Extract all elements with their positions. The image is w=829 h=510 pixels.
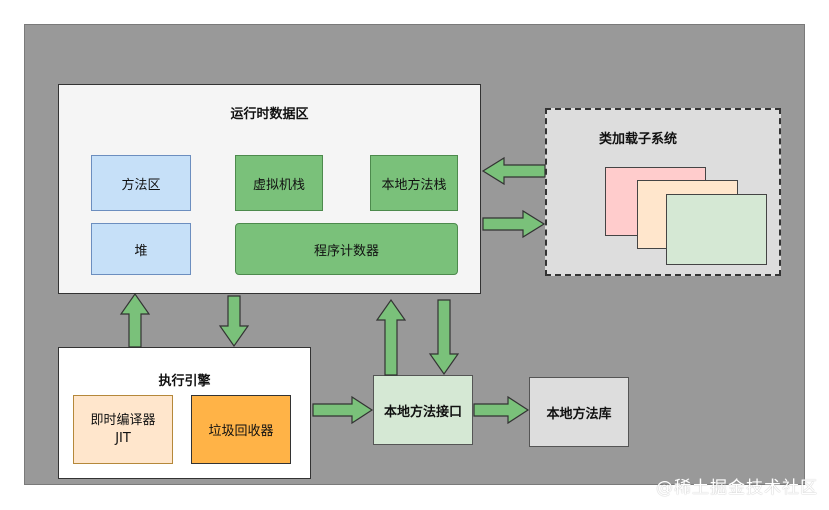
arrow-engine-to-interface: [312, 395, 374, 425]
program-counter-box: 程序计数器: [235, 223, 458, 275]
class-card-mint: [666, 194, 767, 265]
jit-compiler-box: 即时编译器 JIT: [73, 395, 173, 464]
arrow-interface-to-library: [473, 395, 530, 425]
native-method-library-box: 本地方法库: [529, 377, 629, 447]
arrow-runtime-to-interface: [428, 299, 460, 376]
watermark: @稀土掘金技术社区: [656, 478, 818, 498]
runtime-data-area-title: 运行时数据区: [230, 107, 309, 122]
vm-stack-box: 虚拟机栈: [235, 155, 323, 211]
class-loader-title: 类加载子系统: [599, 132, 678, 147]
jit-compiler-abbr: JIT: [115, 430, 131, 446]
arrow-runtime-to-classloader: [482, 209, 546, 239]
method-area-box: 方法区: [91, 155, 191, 211]
arrow-classloader-to-runtime: [481, 156, 546, 186]
arrow-runtime-to-engine: [218, 295, 250, 348]
heap-box: 堆: [91, 223, 191, 275]
execution-engine-title: 执行引擎: [158, 374, 211, 389]
native-method-interface-box: 本地方法接口: [373, 375, 473, 445]
native-method-stack-box: 本地方法栈: [370, 155, 458, 211]
jit-compiler-label: 即时编译器: [90, 412, 156, 428]
arrow-interface-to-runtime: [375, 298, 407, 376]
arrow-engine-to-runtime: [119, 292, 151, 348]
garbage-collector-box: 垃圾回收器: [191, 395, 291, 464]
